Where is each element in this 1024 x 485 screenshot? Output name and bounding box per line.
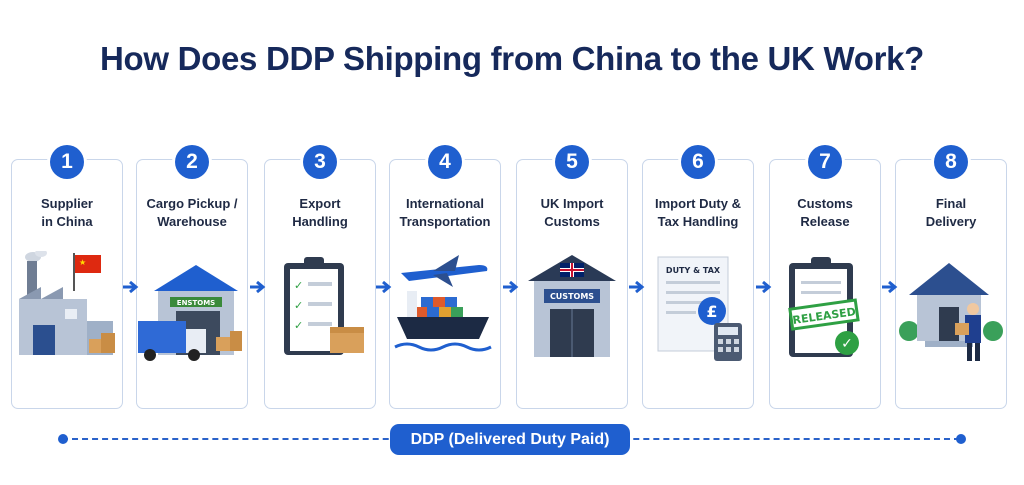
arrow-right-icon <box>123 280 139 294</box>
step-card <box>389 159 501 409</box>
step-number: 1 <box>50 145 84 179</box>
ddp-label: DDP (Delivered Duty Paid) <box>390 424 630 455</box>
arrow-right-icon <box>376 280 392 294</box>
arrow-right-icon <box>882 280 898 294</box>
svg-text:✓: ✓ <box>294 299 303 312</box>
timeline-end-dot <box>956 434 966 444</box>
step-6: 6 Import Duty &Tax Handling DUTY & TAX £ <box>642 145 754 409</box>
step-number: 7 <box>808 145 842 179</box>
duty-tax-document-icon: DUTY & TAX £ <box>657 256 742 361</box>
clipboard-checklist-icon: ✓ ✓ ✓ <box>284 257 364 355</box>
svg-text:CUSTOMS: CUSTOMS <box>550 292 594 301</box>
arrow-right-icon <box>756 280 772 294</box>
svg-text:£: £ <box>706 302 717 321</box>
step-number: 2 <box>175 145 209 179</box>
timeline-start-dot <box>58 434 68 444</box>
arrow-right-icon <box>629 280 645 294</box>
svg-text:✓: ✓ <box>841 336 853 352</box>
svg-text:✓: ✓ <box>294 279 303 292</box>
arrow-right-icon <box>503 280 519 294</box>
step-number: 8 <box>934 145 968 179</box>
factory-china-flag-icon: ★ <box>19 251 115 355</box>
step-2: 2 Cargo Pickup /Warehouse ENSTOMS <box>136 145 248 409</box>
svg-text:★: ★ <box>79 258 86 267</box>
customs-building-icon: CUSTOMS <box>528 255 616 357</box>
svg-text:✓: ✓ <box>294 319 303 332</box>
step-label: Import Duty &Tax Handling <box>655 196 741 229</box>
step-number: 3 <box>303 145 337 179</box>
step-number: 5 <box>555 145 589 179</box>
warehouse-truck-icon: ENSTOMS <box>138 265 242 361</box>
step-label: Cargo Pickup /Warehouse <box>146 196 238 229</box>
step-number: 6 <box>681 145 715 179</box>
house-delivery-icon <box>899 263 1003 361</box>
step-number: 4 <box>428 145 462 179</box>
arrow-right-icon <box>250 280 266 294</box>
svg-text:ENSTOMS: ENSTOMS <box>177 299 215 307</box>
released-clipboard-icon: RELEASED ✓ <box>788 257 860 357</box>
svg-text:DUTY & TAX: DUTY & TAX <box>666 266 721 275</box>
plane-ship-icon <box>394 255 492 352</box>
page-title: How Does DDP Shipping from China to the … <box>99 40 925 77</box>
